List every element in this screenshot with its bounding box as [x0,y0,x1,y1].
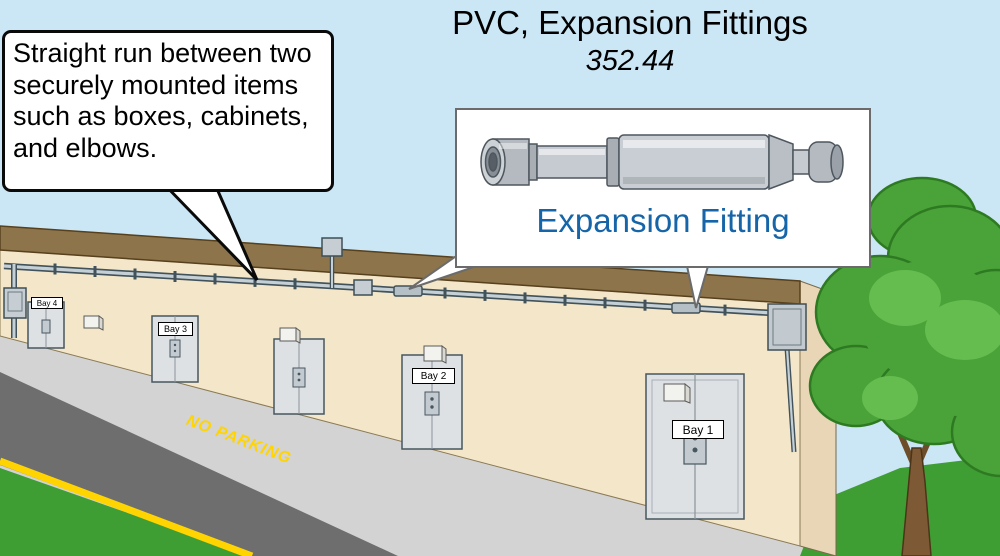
code-section-number: 352.44 [585,45,675,77]
page-title: PVC, Expansion Fittings [452,4,808,41]
wall-junction-box [353,279,373,296]
wall-light [279,327,301,344]
expansion-fitting-2 [671,302,701,314]
wall-light [83,315,104,331]
bay-sign-1: Bay 1 [672,420,724,439]
expansion-fitting-callout: Expansion Fitting [455,108,871,268]
wall-light [663,382,691,404]
road [0,372,398,556]
tree [808,176,1000,556]
conduit-straps [53,263,727,316]
electrical-panel-left [3,287,27,319]
bay-sign-4: Bay 4 [31,297,63,309]
electrical-panel-right [767,303,807,453]
roof-junction-box [321,237,343,288]
grass-right [800,456,1000,556]
expansion-fitting-label: Expansion Fitting [536,202,790,239]
bay-door [273,338,325,415]
curb-line [0,457,254,556]
wall-light [423,345,447,364]
bay-sign-3: Bay 3 [158,322,193,336]
title-block: PVC, Expansion Fittings 352.44 [310,4,950,78]
tree-trunk [901,447,932,556]
expansion-fitting-illustration [480,133,844,191]
wall-lights [83,315,691,404]
building [0,225,837,556]
bay-door [645,373,745,520]
bay-doors [27,301,745,520]
callout-tail-straight-run [160,180,259,282]
conduit-run [3,237,807,453]
expansion-fitting-1 [393,285,423,297]
bay-sign-2: Bay 2 [412,368,455,384]
straight-run-callout-text: Straight run between two securely mounte… [13,38,312,163]
tree-foliage-highlight [862,270,1000,420]
straight-run-callout: Straight run between two securely mounte… [2,30,334,192]
bay-door [27,301,65,349]
